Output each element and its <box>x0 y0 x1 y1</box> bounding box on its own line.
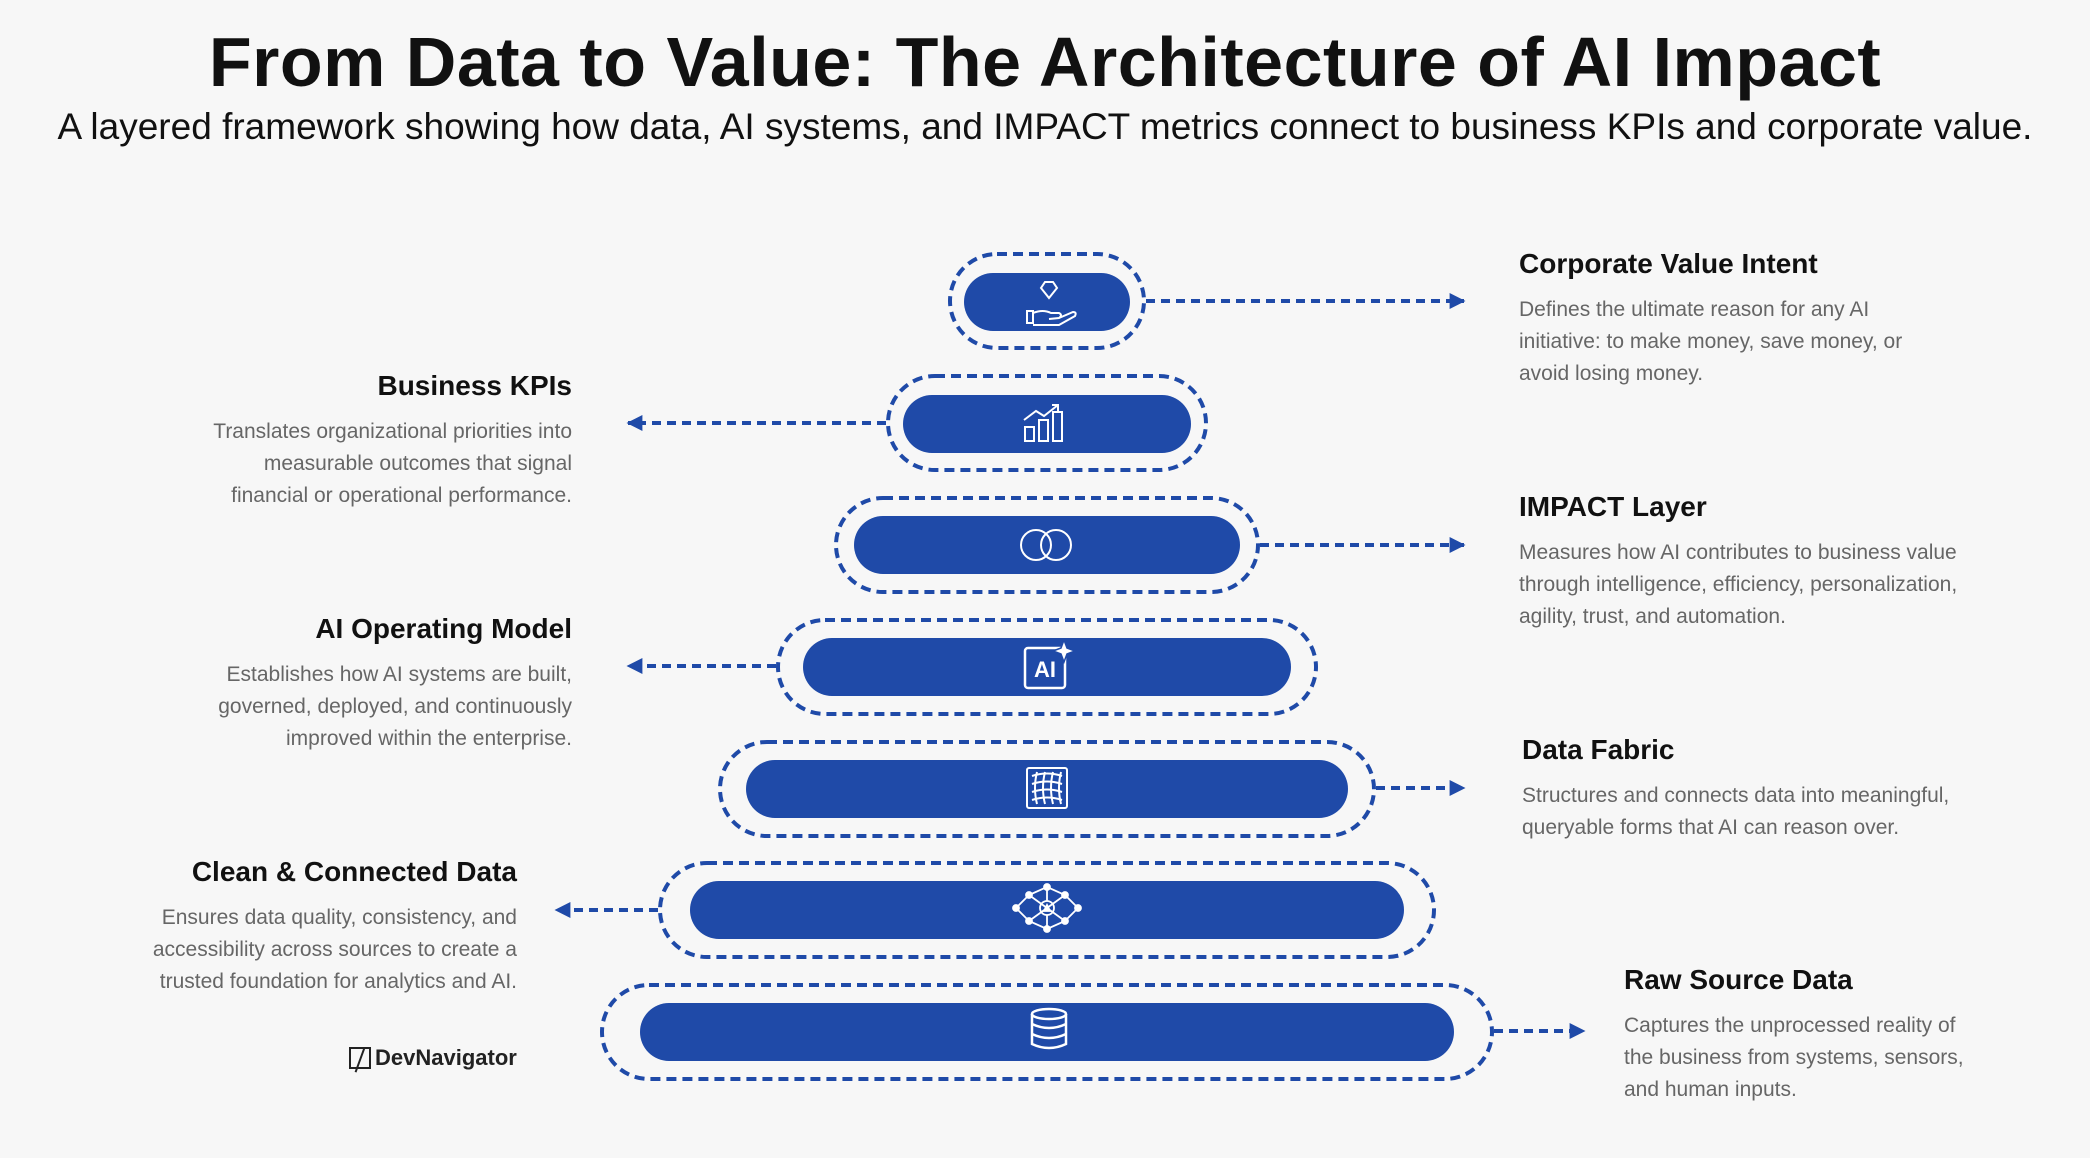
layer-outline <box>600 983 1494 1081</box>
layer-heading: Corporate Value Intent <box>1519 248 1818 279</box>
layer-outline <box>834 496 1260 594</box>
layer-outline <box>718 740 1376 838</box>
label-business-kpis: Business KPIs Translates organizational … <box>12 370 572 512</box>
layer-description: Translates organizational priorities int… <box>213 420 572 507</box>
layer-clean-connected-data <box>554 861 1436 959</box>
layer-description: Captures the unprocessed reality of the … <box>1624 1014 1964 1101</box>
layer-bar <box>640 1003 1454 1061</box>
label-clean-connected-data: Clean & Connected Data Ensures data qual… <box>0 856 517 998</box>
layer-description: Measures how AI contributes to business … <box>1519 541 1958 628</box>
label-corporate-value-intent: Corporate Value Intent Defines the ultim… <box>1519 248 2079 390</box>
ai-sparkle-icon: AI <box>1023 637 1078 690</box>
page-subtitle: A layered framework showing how data, AI… <box>57 106 2033 147</box>
layer-business-kpis <box>626 374 1208 472</box>
label-impact-layer: IMPACT Layer Measures how AI contributes… <box>1519 491 2079 633</box>
layer-outline <box>948 252 1146 350</box>
layer-description: Structures and connects data into meanin… <box>1522 784 1950 839</box>
layer-heading: Raw Source Data <box>1624 964 1853 995</box>
bar-chart-icon <box>1023 404 1063 442</box>
layer-heading: Business KPIs <box>377 370 572 401</box>
layer-heading: Clean & Connected Data <box>191 856 517 887</box>
layer-bar <box>854 516 1240 574</box>
layer-outline <box>658 861 1436 959</box>
fabric-grid-icon <box>1026 767 1068 809</box>
layer-impact <box>834 496 1466 594</box>
brand-name: DevNavigator <box>375 1045 517 1070</box>
layer-heading: IMPACT Layer <box>1519 491 1707 522</box>
layer-outline <box>886 374 1208 472</box>
layer-heading: AI Operating Model <box>315 613 572 644</box>
layer-outline <box>776 618 1318 716</box>
page-title: From Data to Value: The Architecture of … <box>208 23 1882 101</box>
layer-bar <box>964 273 1130 331</box>
layer-data-fabric <box>718 740 1466 838</box>
layer-corporate-value-intent <box>948 252 1466 350</box>
layer-description: Ensures data quality, consistency, and a… <box>152 906 517 993</box>
label-ai-operating-model: AI Operating Model Establishes how AI sy… <box>12 613 572 755</box>
ai-icon-text: AI <box>1034 657 1056 682</box>
layer-heading: Data Fabric <box>1522 734 1675 765</box>
brand-logo: DevNavigator <box>349 1045 517 1071</box>
hand-diamond-icon <box>1026 281 1077 326</box>
label-data-fabric: Data Fabric Structures and connects data… <box>1522 734 2082 844</box>
layer-description: Establishes how AI systems are built, go… <box>218 663 572 750</box>
label-raw-source-data: Raw Source Data Captures the unprocessed… <box>1624 964 2090 1106</box>
layer-description: Defines the ultimate reason for any AI i… <box>1519 298 1903 385</box>
network-nodes-icon <box>1012 883 1082 933</box>
overlapping-circles-icon <box>1020 529 1072 561</box>
layer-raw-source-data <box>600 983 1586 1081</box>
brand-logo-icon <box>349 1047 371 1069</box>
layer-bar <box>803 638 1291 696</box>
database-icon <box>1030 1007 1068 1050</box>
layer-ai-operating-model: AI <box>626 618 1318 716</box>
